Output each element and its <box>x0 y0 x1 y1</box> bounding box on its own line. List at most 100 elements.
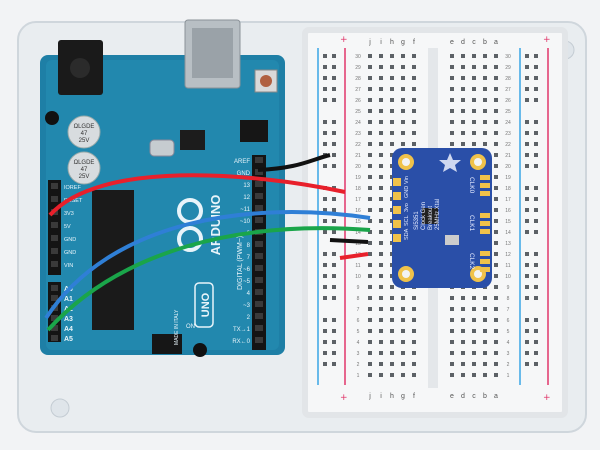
row-number: 2 <box>507 362 510 368</box>
breadboard-hole <box>472 109 476 113</box>
breadboard-hole <box>379 307 383 311</box>
wire-black <box>257 153 331 172</box>
breadboard-hole <box>494 131 498 135</box>
rail-hole <box>332 362 336 366</box>
rail-hole <box>525 351 529 355</box>
header-label: ~11 <box>240 207 250 213</box>
rail-hole <box>332 120 336 124</box>
rail-hole <box>525 54 529 58</box>
breadboard-hole <box>494 54 498 58</box>
rail-hole <box>332 197 336 201</box>
breadboard-hole <box>450 76 454 80</box>
breadboard-hole <box>368 186 372 190</box>
atmega-chip-icon <box>92 190 134 330</box>
rail-hole <box>332 219 336 223</box>
breadboard-hole <box>379 241 383 245</box>
column-letter: f <box>413 393 415 400</box>
header-label: GND <box>237 171 251 177</box>
breadboard-hole <box>494 285 498 289</box>
breadboard-hole <box>461 120 465 124</box>
breadboard-hole <box>494 65 498 69</box>
power-label: RESET <box>64 198 83 204</box>
rail-hole <box>332 263 336 267</box>
header-label: 2 <box>247 315 251 321</box>
rail-hole <box>332 98 336 102</box>
breadboard-hole <box>483 120 487 124</box>
breadboard-hole <box>379 54 383 58</box>
row-number: 14 <box>505 230 511 236</box>
row-number: 2 <box>357 362 360 368</box>
breadboard-hole <box>401 307 405 311</box>
row-number: 24 <box>505 120 511 126</box>
breadboard-hole <box>461 87 465 91</box>
breadboard-hole <box>412 318 416 322</box>
rail-hole <box>534 76 538 80</box>
row-number: 11 <box>505 263 510 269</box>
breadboard-hole <box>390 65 394 69</box>
row-number: 16 <box>505 208 511 214</box>
wire-red <box>48 173 346 217</box>
rail-hole <box>525 252 529 256</box>
rail-hole <box>525 285 529 289</box>
breadboard-hole <box>472 120 476 124</box>
header-pin <box>255 265 263 271</box>
rail-hole <box>534 274 538 278</box>
rail-hole <box>534 362 538 366</box>
column-letter: h <box>390 393 394 400</box>
breakout-title: Si5351 <box>414 211 420 230</box>
row-number: 9 <box>357 285 360 291</box>
rail-hole <box>525 296 529 300</box>
row-number: 11 <box>355 263 360 269</box>
breadboard-hole <box>472 340 476 344</box>
header-pin <box>255 193 263 199</box>
column-letter: h <box>390 39 394 46</box>
row-number: 1 <box>507 373 510 379</box>
breadboard-hole <box>368 131 372 135</box>
breadboard-hole <box>412 307 416 311</box>
breadboard-hole <box>483 318 487 322</box>
breadboard-hole <box>379 263 383 267</box>
row-number: 13 <box>355 241 361 247</box>
clk-pad <box>480 221 490 226</box>
breadboard-hole <box>450 296 454 300</box>
row-number: 10 <box>505 274 511 280</box>
breadboard-hole <box>379 318 383 322</box>
row-number: 18 <box>355 186 361 192</box>
row-number: 26 <box>355 98 361 104</box>
svg-text:47: 47 <box>81 131 88 137</box>
row-number: 5 <box>357 329 360 335</box>
breadboard-hole <box>401 340 405 344</box>
clk-pad <box>480 175 490 180</box>
row-number: 25 <box>355 109 361 115</box>
breakout-pin-label: GND <box>404 186 410 198</box>
breadboard-hole <box>494 87 498 91</box>
breadboard-hole <box>494 252 498 256</box>
row-number: 30 <box>505 54 511 60</box>
breadboard-hole <box>472 98 476 102</box>
breadboard-hole <box>401 142 405 146</box>
breadboard-hole <box>483 351 487 355</box>
breadboard-hole <box>368 76 372 80</box>
power-label: 3V3 <box>64 211 74 217</box>
analog-label: A1 <box>64 296 73 303</box>
breadboard-hole <box>494 76 498 80</box>
header-label: ~10 <box>240 219 251 225</box>
breadboard-hole <box>483 54 487 58</box>
breadboard-hole <box>379 285 383 289</box>
rail-hole <box>534 87 538 91</box>
breadboard-hole <box>412 142 416 146</box>
breadboard-hole <box>494 296 498 300</box>
breadboard-hole <box>379 164 383 168</box>
column-letter: b <box>483 393 487 400</box>
breadboard-hole <box>379 98 383 102</box>
breadboard-hole <box>412 131 416 135</box>
mounting-hole-icon <box>45 111 59 125</box>
row-number: 21 <box>505 153 511 159</box>
breadboard-hole <box>461 373 465 377</box>
header-pin <box>255 325 263 331</box>
breadboard-hole <box>412 340 416 344</box>
breadboard-hole <box>390 318 394 322</box>
column-letter: b <box>483 39 487 46</box>
wire-green <box>46 226 371 332</box>
row-number: 17 <box>355 197 361 203</box>
